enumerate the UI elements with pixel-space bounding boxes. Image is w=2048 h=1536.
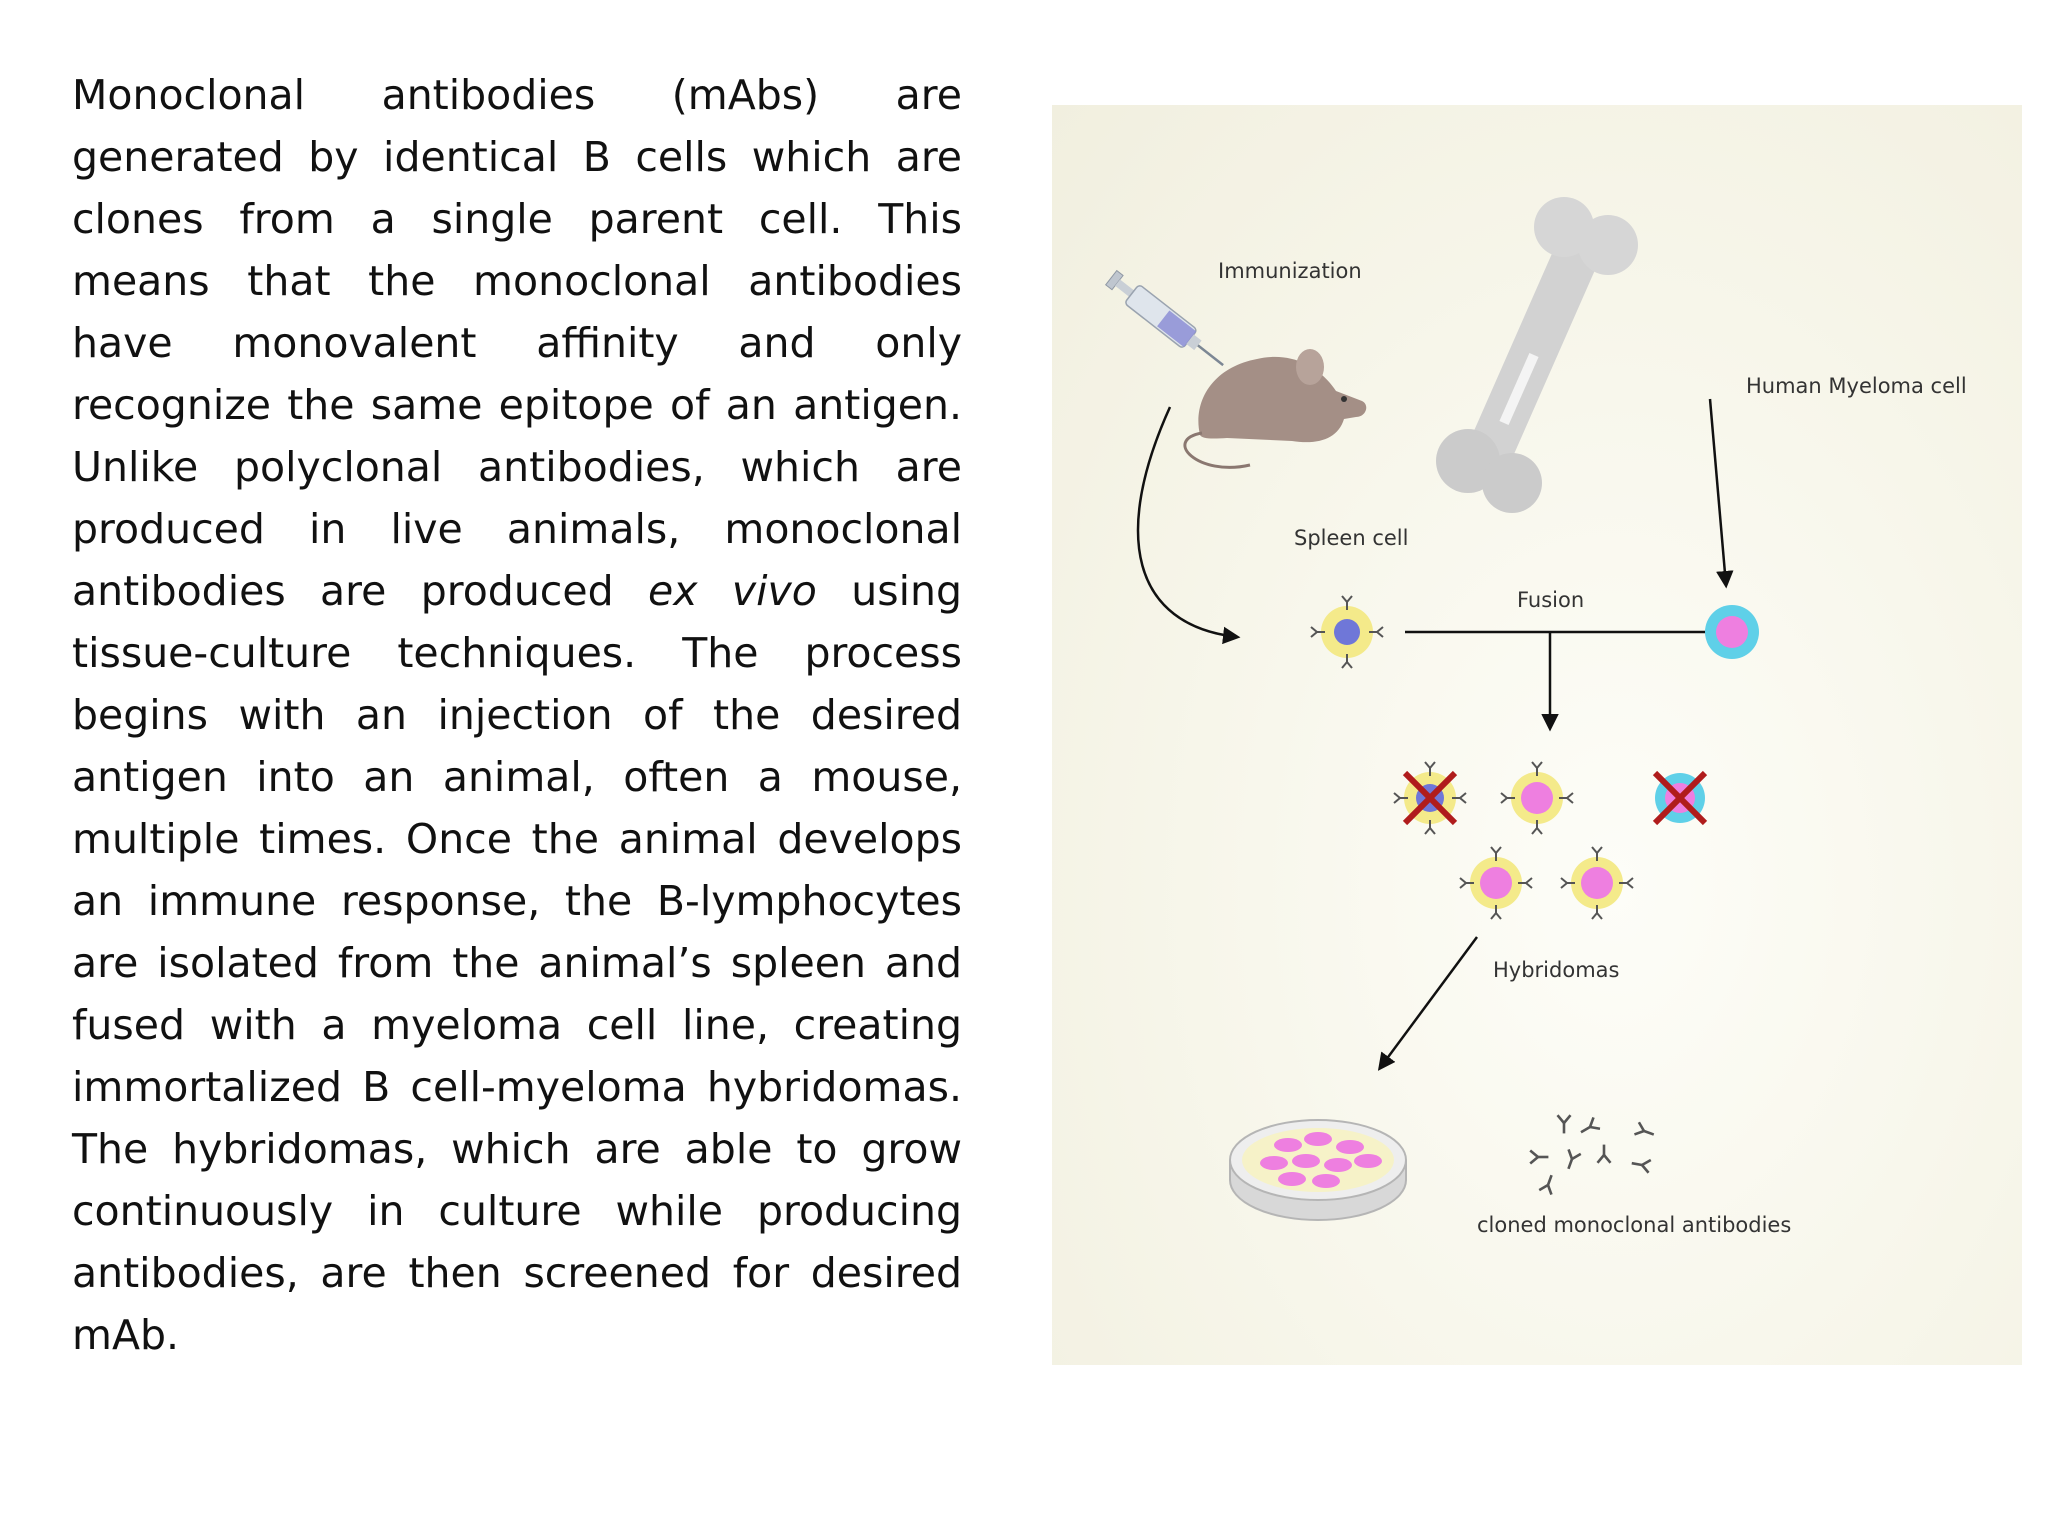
arrow-hybridomas-to-dish [1377, 936, 1479, 1071]
monoclonal-antibody-production-diagram: Immunization Human Myeloma cell Spleen c… [1052, 105, 2022, 1365]
paragraph-text-part2: using tissue-culture techniques. The pro… [72, 567, 962, 1359]
paragraph-italic-ex-vivo: ex vivo [647, 567, 817, 615]
syringe-icon [1104, 269, 1224, 367]
petri-dish-icon [1229, 1119, 1407, 1221]
rejected-spleen-cell [1393, 761, 1467, 835]
paragraph-text-part1: Monoclonal antibodies (mAbs) are generat… [72, 71, 962, 615]
label-hybridomas: Hybridomas [1493, 958, 1619, 982]
myeloma-cell [1705, 605, 1759, 659]
hybridoma-cell [1500, 761, 1574, 835]
label-fusion: Fusion [1517, 588, 1584, 612]
hybridoma-cell [1459, 846, 1533, 920]
hybridoma-cell [1560, 846, 1634, 920]
free-antibodies-icon [1528, 1113, 1658, 1196]
arrow-mouse-to-spleen [1136, 406, 1241, 645]
spleen-cell [1310, 595, 1384, 669]
arrow-myeloma-down [1708, 398, 1734, 589]
bone-icon [1436, 197, 1638, 513]
label-immunization: Immunization [1218, 259, 1362, 283]
label-spleen-cell: Spleen cell [1294, 526, 1408, 550]
label-cloned-monoclonal-antibodies: cloned monoclonal antibodies [1477, 1213, 1791, 1237]
reject-x-icon [1402, 770, 1458, 826]
mouse-icon [1183, 349, 1367, 469]
rejected-myeloma-cell [1652, 770, 1708, 826]
label-human-myeloma-cell: Human Myeloma cell [1746, 374, 1967, 398]
reject-x-icon [1652, 770, 1708, 826]
description-paragraph: Monoclonal antibodies (mAbs) are generat… [72, 64, 962, 1366]
